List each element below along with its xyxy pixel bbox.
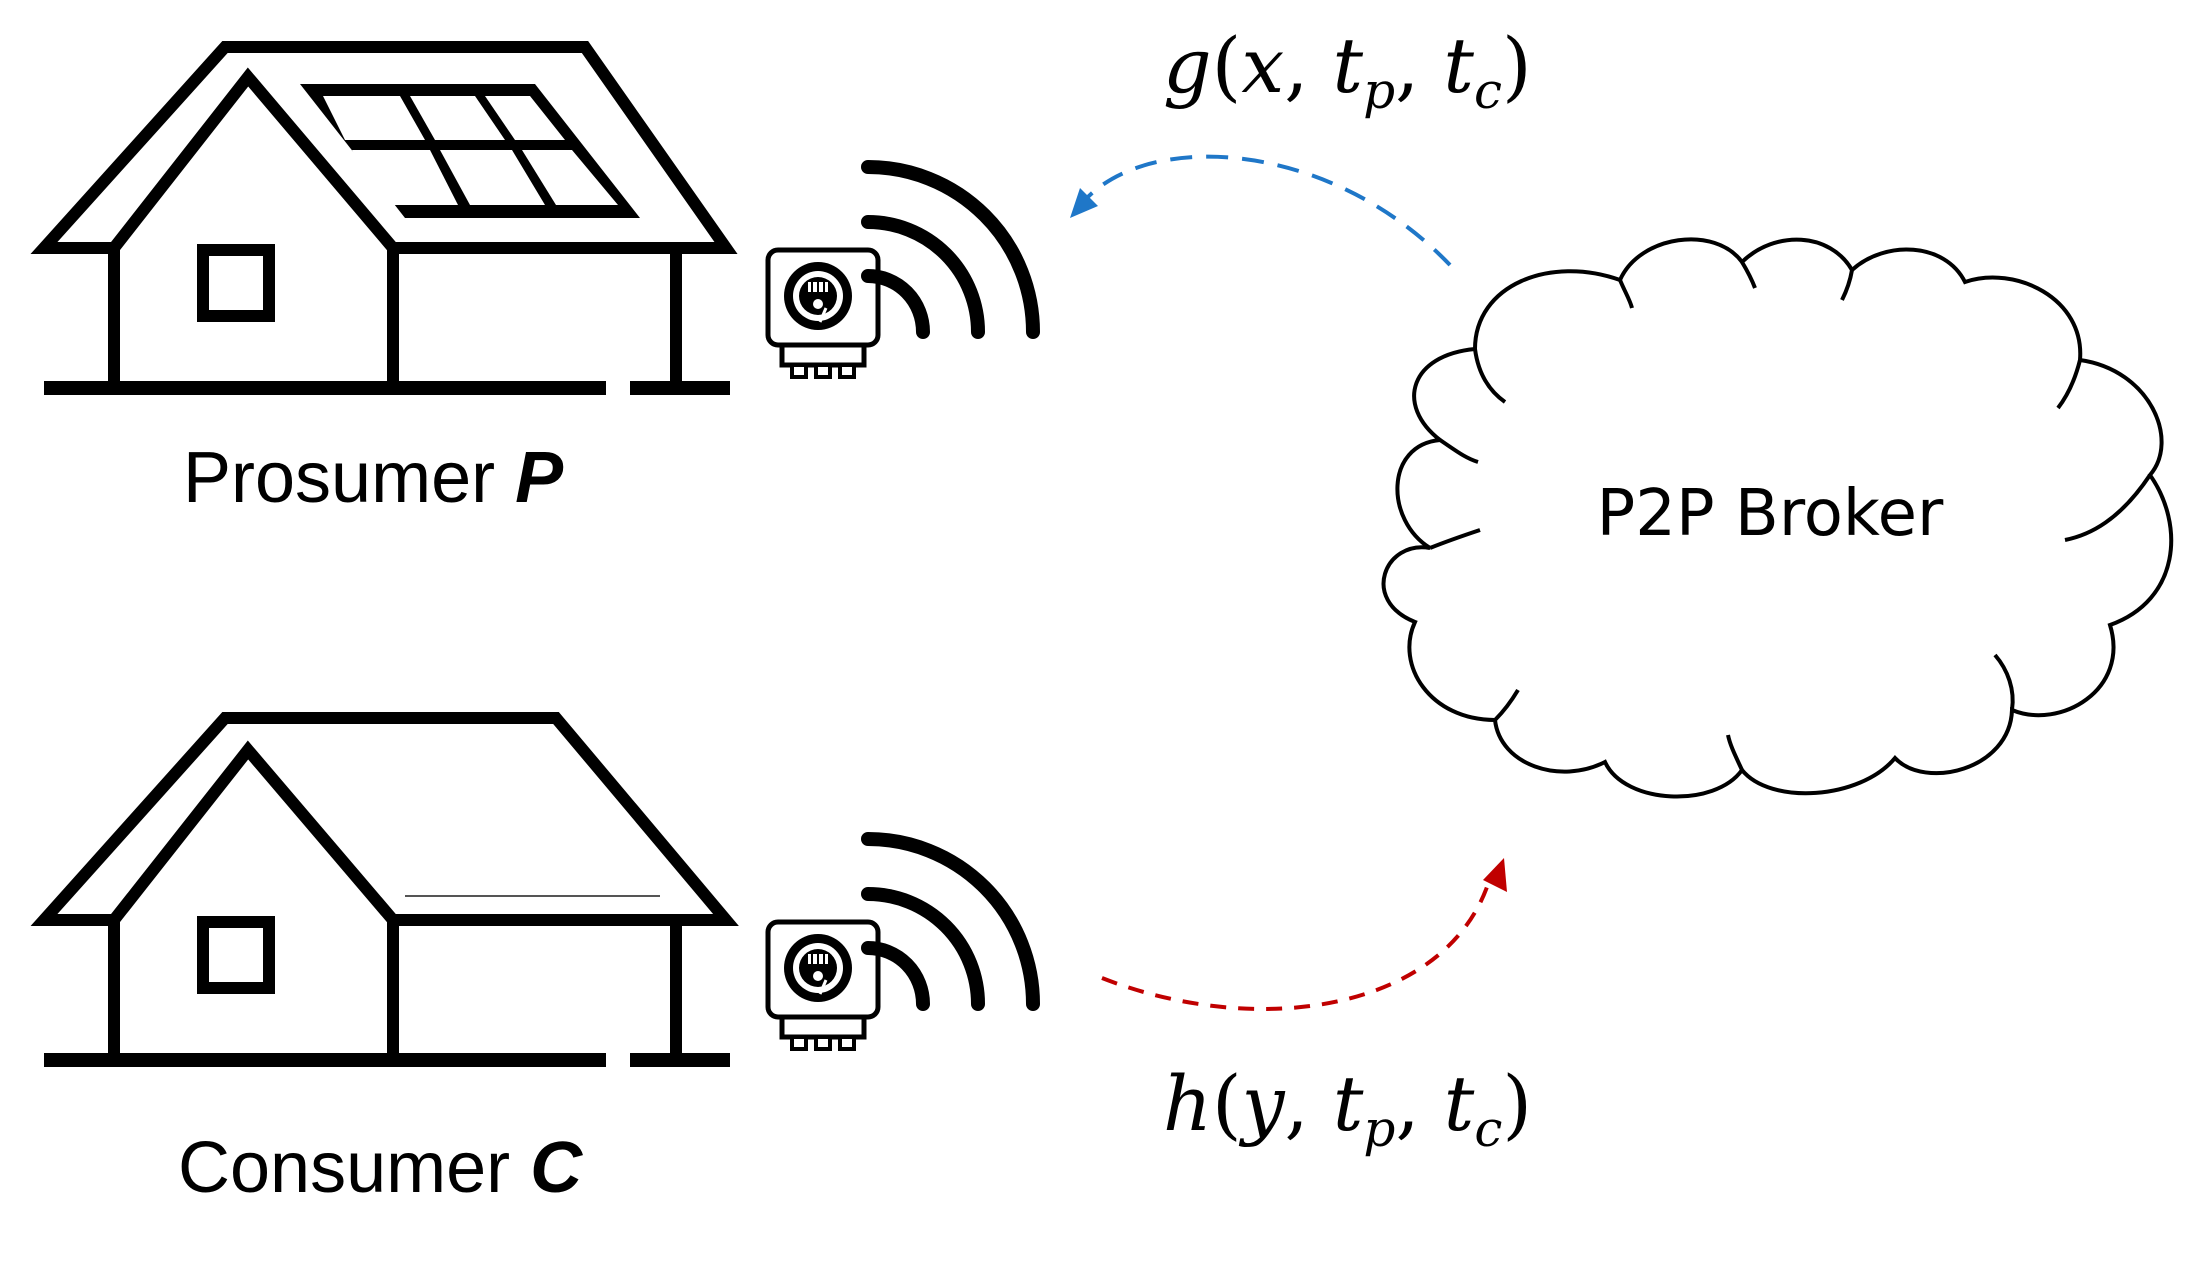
arrow-broker-to-prosumer bbox=[1070, 154, 1452, 267]
prosumer-message-formula: g(x, tp, tc) bbox=[1163, 21, 1532, 120]
wireless-signal-icon bbox=[868, 839, 1033, 1004]
wireless-signal-icon bbox=[868, 167, 1033, 332]
smart-meter-icon bbox=[768, 250, 878, 377]
consumer-label: Consumer C bbox=[178, 1128, 583, 1208]
broker-label: P2P Broker bbox=[1597, 477, 1944, 551]
cloud-icon bbox=[1381, 237, 2174, 799]
consumer-house-icon bbox=[30, 712, 739, 1067]
consumer-message-formula: h(y, tp, tc) bbox=[1163, 1059, 1532, 1158]
arrow-consumer-to-broker bbox=[1101, 858, 1507, 1011]
prosumer-house-icon bbox=[30, 41, 738, 395]
prosumer-label: Prosumer P bbox=[183, 438, 564, 518]
solar-panel-icon bbox=[300, 84, 640, 218]
smart-meter-icon bbox=[768, 922, 878, 1049]
